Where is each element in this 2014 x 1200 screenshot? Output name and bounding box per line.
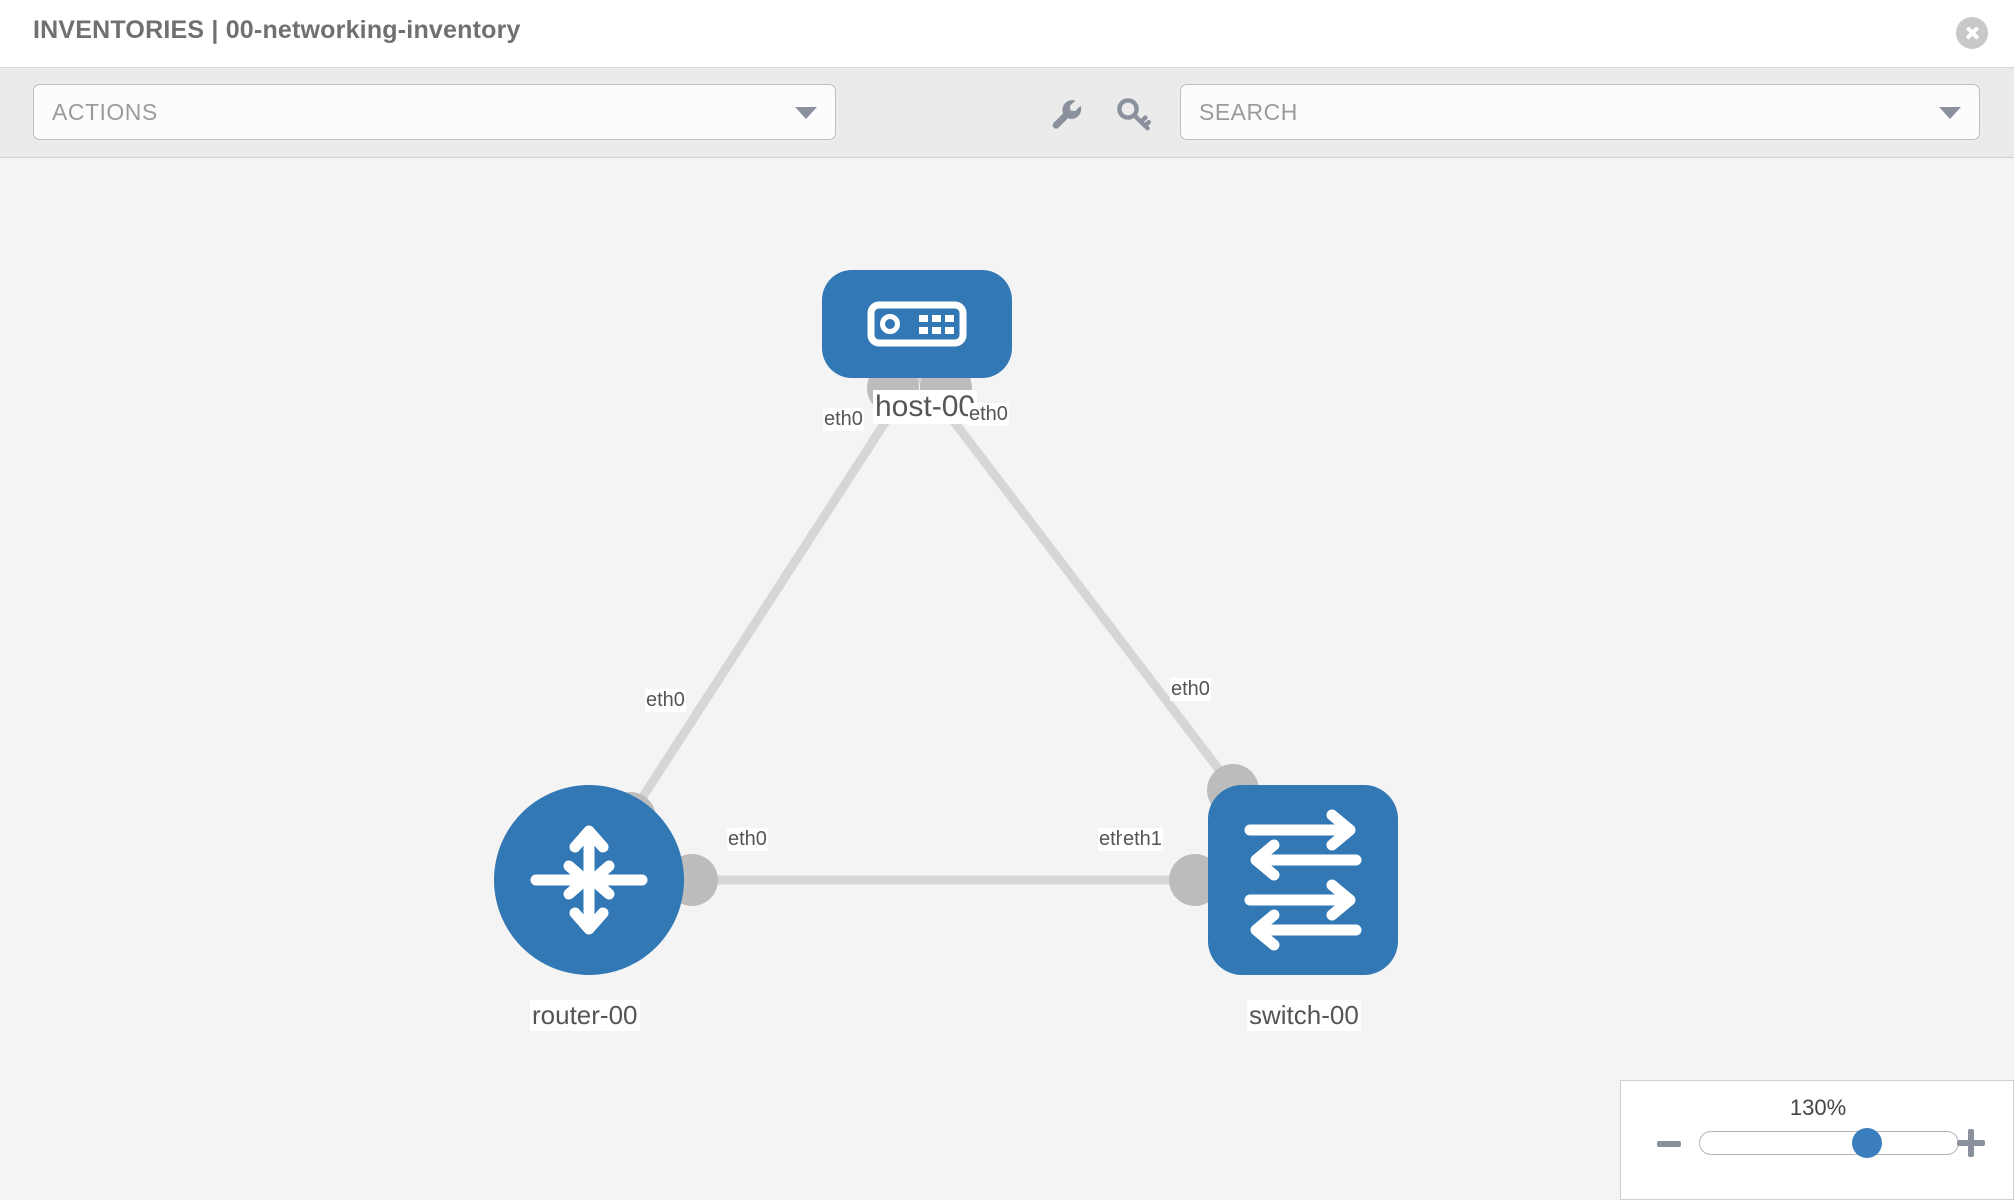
zoom-slider[interactable] [1699, 1131, 1959, 1155]
iface-label-host-right: eth0 [968, 403, 1009, 426]
search-placeholder: SEARCH [1199, 99, 1298, 125]
zoom-slider-thumb[interactable] [1852, 1128, 1882, 1158]
topology-canvas[interactable]: host-00 router-00 switch-00 eth0 eth0 et… [0, 158, 2014, 1200]
minus-icon[interactable] [1657, 1141, 1681, 1147]
node-host-00[interactable] [822, 270, 1012, 378]
switch-arrows-icon [1244, 809, 1362, 951]
toolbar: ACTIONS SEARCH [0, 68, 2014, 158]
iface-label-switch-left-b: eth1 [1122, 828, 1163, 851]
window-header: INVENTORIES | 00-networking-inventory [0, 0, 2014, 68]
page-title: INVENTORIES | 00-networking-inventory [33, 16, 521, 44]
node-switch-00[interactable] [1208, 785, 1398, 975]
link-connectors [604, 362, 1259, 906]
chevron-down-icon[interactable] [1939, 107, 1961, 119]
server-icon [867, 301, 967, 347]
actions-dropdown[interactable]: ACTIONS [33, 84, 836, 140]
key-icon[interactable] [1114, 94, 1154, 134]
node-label-switch-00: switch-00 [1247, 1000, 1361, 1031]
topology-graph[interactable] [0, 158, 2014, 1200]
iface-label-switch-up: eth0 [1170, 678, 1211, 701]
node-label-router-00: router-00 [530, 1000, 640, 1031]
node-label-host-00: host-00 [873, 390, 978, 424]
iface-label-host-left: eth0 [823, 408, 864, 431]
search-input[interactable]: SEARCH [1180, 84, 1980, 140]
zoom-control-panel: 130% [1620, 1080, 2014, 1200]
link-edges [585, 370, 1307, 885]
zoom-level-value: 130% [1789, 1095, 1847, 1120]
actions-dropdown-label: ACTIONS [52, 99, 158, 125]
router-arrows-icon [530, 825, 648, 935]
chevron-down-icon [795, 107, 817, 119]
node-router-00[interactable] [494, 785, 684, 975]
iface-label-router-up: eth0 [645, 689, 686, 712]
link-host-router [585, 370, 921, 883]
wrench-icon[interactable] [1046, 94, 1086, 134]
iface-label-router-right: eth0 [727, 828, 768, 851]
plus-icon[interactable] [1957, 1129, 1985, 1157]
close-icon[interactable] [1956, 17, 1988, 49]
